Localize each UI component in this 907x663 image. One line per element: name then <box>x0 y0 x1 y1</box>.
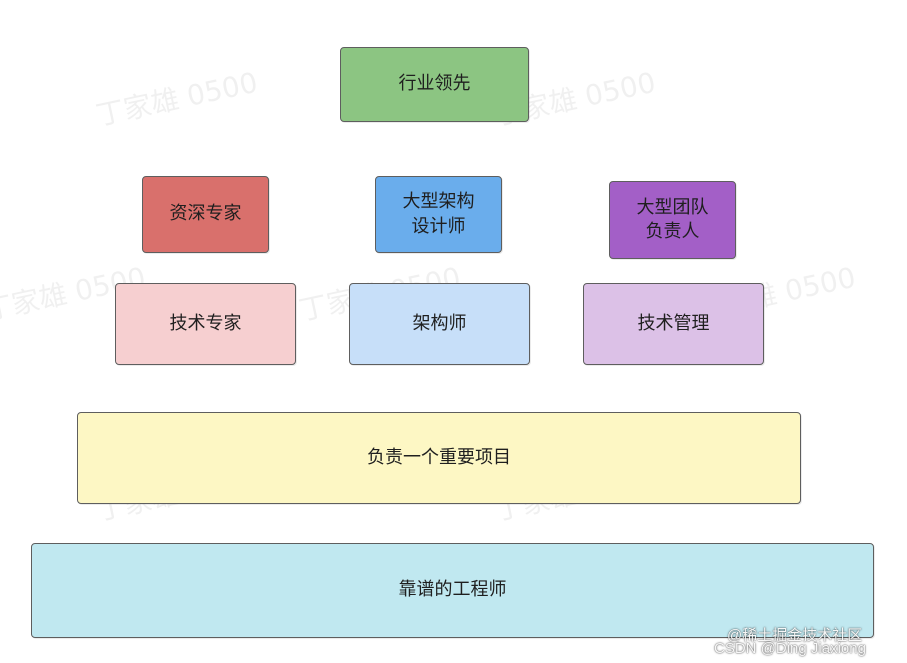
node-label: 大型团队 负责人 <box>636 196 709 242</box>
credit-juejin: @稀土掘金技术社区 <box>727 627 863 644</box>
node-label: 技术专家 <box>169 312 242 334</box>
node-tech-expert: 技术专家 <box>115 283 296 365</box>
node-label: 资深专家 <box>169 203 242 225</box>
node-label: 架构师 <box>412 312 467 334</box>
node-own-important-project: 负责一个重要项目 <box>77 412 801 504</box>
node-tech-management: 技术管理 <box>583 283 764 365</box>
node-label: 大型架构 设计师 <box>402 191 475 237</box>
node-label: 靠谱的工程师 <box>398 579 507 601</box>
node-large-team-lead: 大型团队 负责人 <box>609 181 736 259</box>
credit-csdn: CSDN @Ding Jiaxiong <box>714 640 866 657</box>
node-architect: 架构师 <box>349 283 530 365</box>
node-reliable-engineer: 靠谱的工程师 <box>31 543 874 638</box>
node-label: 负责一个重要项目 <box>367 446 511 468</box>
node-industry-leader: 行业领先 <box>340 47 529 122</box>
watermark-text: 丁家雄 0500 <box>93 65 261 133</box>
node-large-architecture-designer: 大型架构 设计师 <box>375 176 502 253</box>
node-label: 技术管理 <box>637 312 710 334</box>
node-label: 行业领先 <box>398 73 471 95</box>
node-senior-expert: 资深专家 <box>142 176 269 253</box>
